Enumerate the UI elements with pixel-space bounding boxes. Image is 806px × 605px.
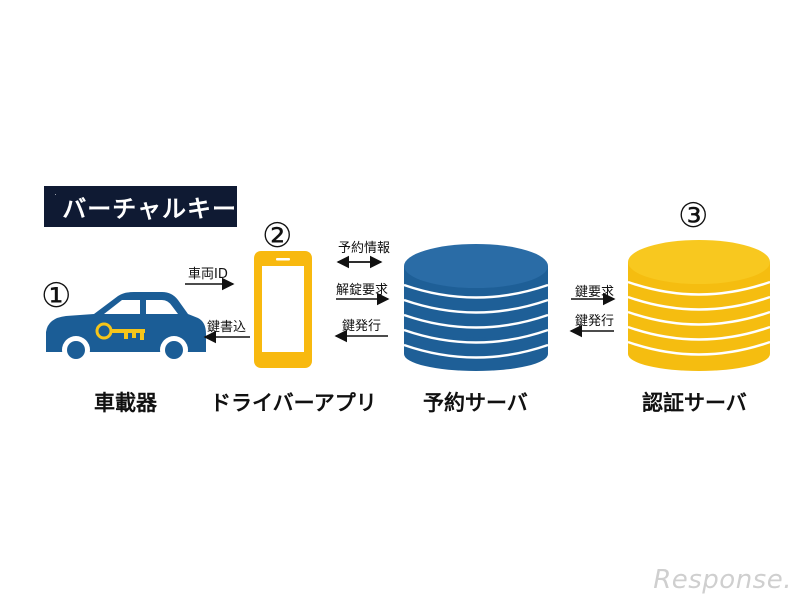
node-label-auth: 認証サーバ — [642, 391, 747, 415]
key-icon — [55, 193, 57, 195]
marker-app: ② — [262, 216, 293, 256]
label-unlock-request: 解錠要求 — [336, 283, 389, 298]
reservation-server-icon — [403, 244, 549, 371]
car-icon — [46, 292, 206, 364]
label-key-issue-2: 鍵発行 — [575, 314, 615, 329]
node-label-reserve: 予約サーバ — [423, 391, 528, 415]
label-reservation-info: 予約情報 — [338, 241, 391, 256]
brand-banner: バーチャルキー — [44, 186, 237, 227]
label-key-request: 鍵要求 — [575, 285, 615, 300]
auth-server-icon — [627, 240, 771, 371]
label-vehicle-id: 車両ID — [188, 267, 228, 282]
car-key-icon — [95, 322, 145, 340]
marker-auth: ③ — [678, 196, 709, 236]
watermark: Response. — [653, 565, 792, 595]
label-key-write: 鍵書込 — [207, 320, 247, 335]
node-label-car: 車載器 — [94, 391, 157, 415]
label-key-issue-1: 鍵発行 — [342, 319, 382, 334]
marker-car: ① — [41, 276, 72, 316]
brand-title: バーチャルキー — [62, 195, 237, 223]
phone-icon — [254, 251, 312, 368]
node-label-app: ドライバーアプリ — [210, 391, 377, 415]
